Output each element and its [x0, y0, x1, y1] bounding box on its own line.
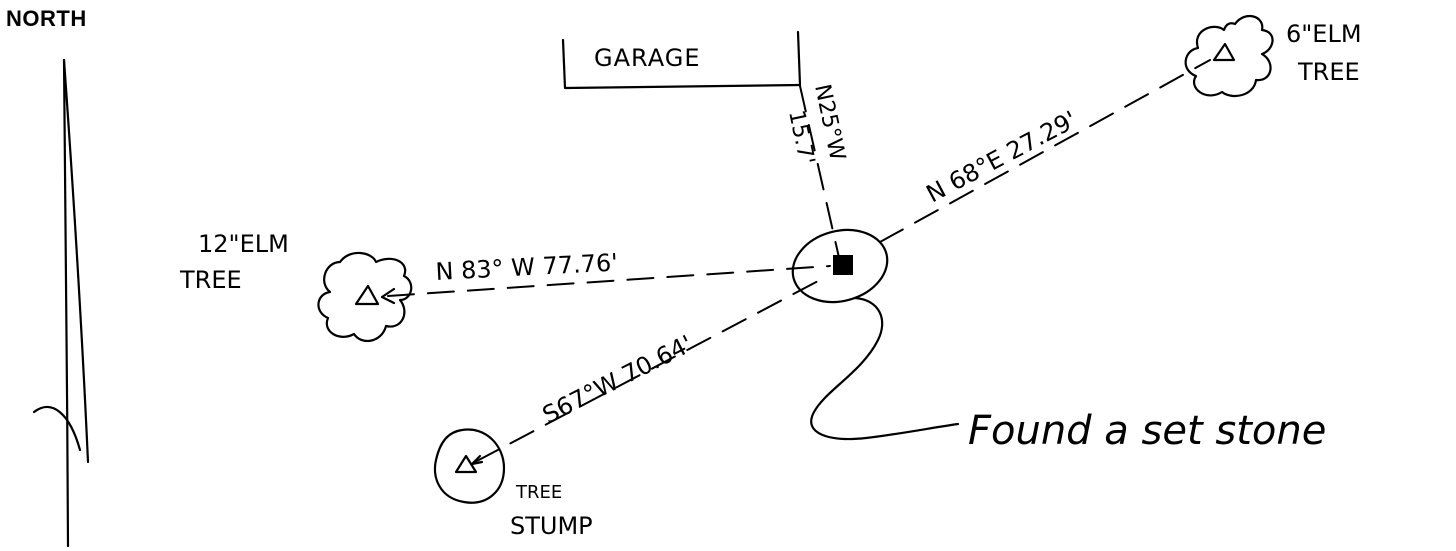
- north-arrow-shaft-right: [62, 58, 90, 464]
- 6-elm-canopy: [1184, 14, 1274, 98]
- stump-label-1: TREE: [515, 482, 562, 503]
- stone-marker: [833, 255, 853, 275]
- 12-elm-arrowhead: [380, 287, 396, 305]
- north-arrow-barb: [32, 406, 82, 452]
- stump-label-2: STUMP: [510, 512, 593, 540]
- 12-elm-bearing-label: N 83° W 77.76': [435, 248, 619, 286]
- 12-elm-tree: 12"ELM TREE: [179, 230, 413, 343]
- 6-elm-label-1: 6"ELM: [1286, 20, 1362, 48]
- stump-marker-icon: [454, 454, 478, 474]
- note-leader-line: [810, 296, 960, 441]
- garage-label: GARAGE: [594, 44, 700, 72]
- north-arrow: [32, 58, 90, 548]
- 12-elm-label-2: TREE: [179, 266, 242, 294]
- 12-elm-label-1: 12"ELM: [198, 230, 289, 258]
- stump-outline: [434, 428, 506, 504]
- line-to-12-elm: [387, 265, 831, 297]
- 6-elm-label-2: TREE: [1297, 58, 1360, 86]
- garage-distance-label: 15.7': [783, 108, 819, 167]
- line-to-stump: [474, 279, 821, 463]
- stump-bearing-label: S67°W 70.64': [538, 330, 697, 430]
- garage: GARAGE: [561, 30, 802, 90]
- stone-circle: [791, 228, 889, 304]
- north-arrow-shaft: [62, 58, 70, 548]
- garage-wall: [796, 30, 802, 87]
- 6-elm-tree: 6"ELM TREE: [1184, 14, 1362, 98]
- 12-elm-marker-icon: [354, 284, 380, 306]
- line-to-6-elm: [879, 59, 1211, 243]
- line-to-garage: [799, 85, 841, 263]
- tree-stump: TREE STUMP: [434, 428, 593, 540]
- garage-outline: [561, 38, 802, 90]
- north-label: NORTH: [6, 6, 87, 31]
- 6-elm-marker-icon: [1212, 42, 1236, 62]
- note-text: Found a set stone: [968, 408, 1326, 454]
- 6-elm-bearing-label: N 68°E 27.29': [922, 106, 1082, 209]
- 12-elm-canopy: [317, 251, 413, 343]
- set-stone: [791, 228, 889, 304]
